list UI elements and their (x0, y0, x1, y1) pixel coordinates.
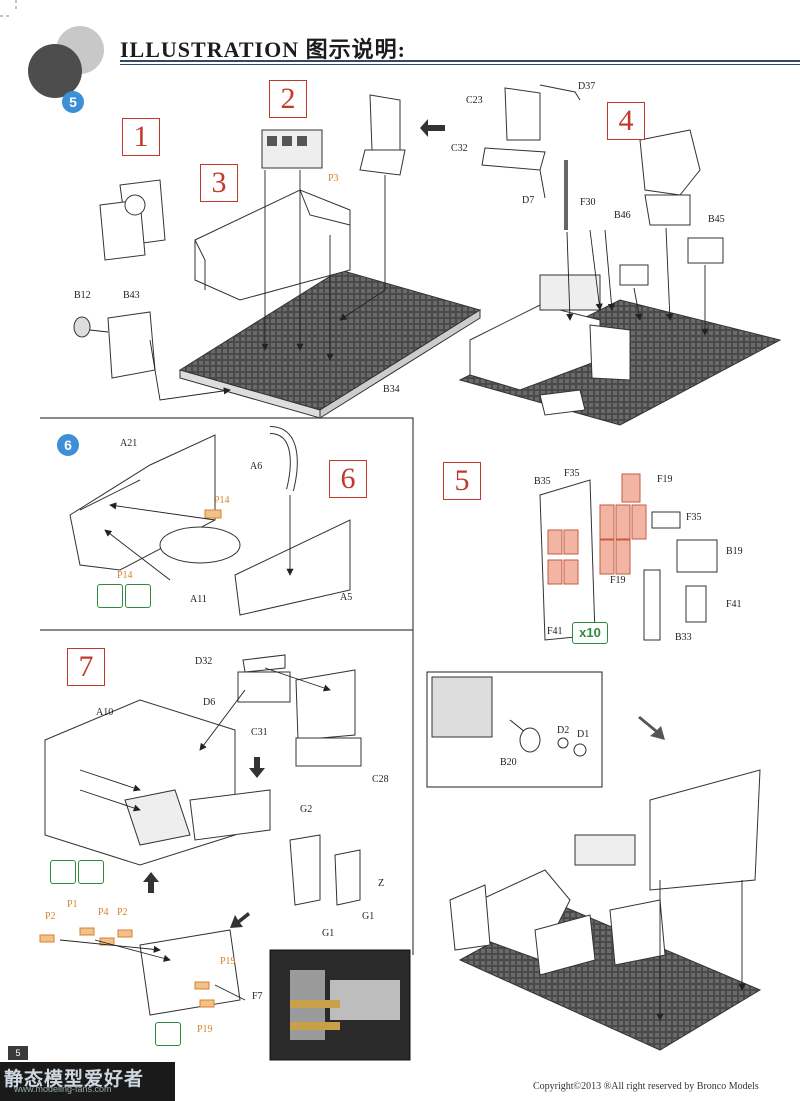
part-label-d6: D6 (203, 697, 216, 708)
part-label-p14-upper: P14 (214, 495, 230, 506)
part-label-f19-lower: F19 (610, 575, 626, 586)
step-5-marker: 5 (62, 91, 84, 113)
header-rule (120, 60, 800, 62)
part-label-b20: B20 (500, 757, 517, 768)
part-label-d32: D32 (195, 656, 213, 667)
part-label-b12: B12 (74, 290, 91, 301)
quantity-badge: x10 (572, 622, 608, 644)
part-label-z: Z (378, 878, 385, 889)
part-label-c23: C23 (466, 95, 483, 106)
part-label-b19: B19 (726, 546, 743, 557)
callout-box-5b: 5 (443, 462, 481, 500)
part-label-b34: B34 (383, 384, 400, 395)
part-label-p19-lower: P19 (197, 1024, 213, 1035)
part-label-c31: C31 (251, 727, 268, 738)
part-label-g2: G2 (300, 804, 313, 815)
callout-box-1: 1 (122, 118, 160, 156)
part-label-b33: B33 (675, 632, 692, 643)
step-6-marker: 6 (57, 434, 79, 456)
part-label-p2-right: P2 (117, 907, 128, 918)
part-label-f7: F7 (252, 991, 263, 1002)
part-label-p19-upper: P19 (220, 956, 236, 967)
watermark-title: 静态模型爱好者 (4, 1069, 145, 1090)
callout-box-2: 2 (269, 80, 307, 118)
final-assembly-drawing (449, 769, 762, 1051)
part-label-d37: D37 (578, 81, 596, 92)
part-label-d7: D7 (522, 195, 535, 206)
step7-drawing (39, 654, 411, 1061)
part-label-c32: C32 (451, 143, 468, 154)
callout-box-3: 3 (200, 164, 238, 202)
cut-icon (78, 860, 104, 884)
watermark-url: www.modeling-fans.com (14, 1084, 112, 1094)
cut-icon (125, 584, 151, 608)
part-label-a6: A6 (250, 461, 263, 472)
part-label-b45: B45 (708, 214, 725, 225)
header-decor-circle-dark (28, 44, 82, 98)
part-label-d1: D1 (577, 729, 590, 740)
page-title: ILLUSTRATION 图示说明: (120, 37, 406, 62)
part-label-p3: P3 (328, 173, 339, 184)
step5-right-drawing (458, 84, 782, 426)
part-label-b43: B43 (123, 290, 140, 301)
step5-left-drawing (73, 94, 482, 419)
part-label-f30: F30 (580, 197, 596, 208)
part-label-g1-right: G1 (362, 911, 375, 922)
part-label-f35-right: F35 (686, 512, 702, 523)
part-label-g1-left: G1 (322, 928, 335, 939)
glue-icon (97, 584, 123, 608)
part-label-c28: C28 (372, 774, 389, 785)
footer-watermark-band (0, 1062, 175, 1101)
part-label-f19-upper: F19 (657, 474, 673, 485)
part-label-d2: D2 (557, 725, 570, 736)
cut-icon (155, 1022, 181, 1046)
callout-box-7: 7 (67, 648, 105, 686)
glue-icon (50, 860, 76, 884)
part-label-p1: P1 (67, 899, 78, 910)
part-label-a5: A5 (340, 592, 353, 603)
header-rule-thin (120, 64, 800, 65)
part-label-a10: A10 (96, 707, 114, 718)
callout-box-6: 6 (329, 460, 367, 498)
callout-box-4: 4 (607, 102, 645, 140)
copyright-notice: Copyright©2013 ®All right reserved by Br… (533, 1081, 759, 1092)
part-label-p4: P4 (98, 907, 109, 918)
part-label-b46: B46 (614, 210, 631, 221)
part-label-f35-upper: F35 (564, 468, 580, 479)
part-label-a11: A11 (190, 594, 207, 605)
part-label-a21: A21 (120, 438, 138, 449)
step6-drawing (69, 426, 351, 616)
step5b-drawing (426, 473, 718, 788)
part-label-f41-left: F41 (547, 626, 563, 637)
part-label-f41-right: F41 (726, 599, 742, 610)
part-label-b35: B35 (534, 476, 551, 487)
part-label-p14-lower: P14 (117, 570, 133, 581)
page-number: 5 (8, 1046, 28, 1060)
part-label-p2-left: P2 (45, 911, 56, 922)
